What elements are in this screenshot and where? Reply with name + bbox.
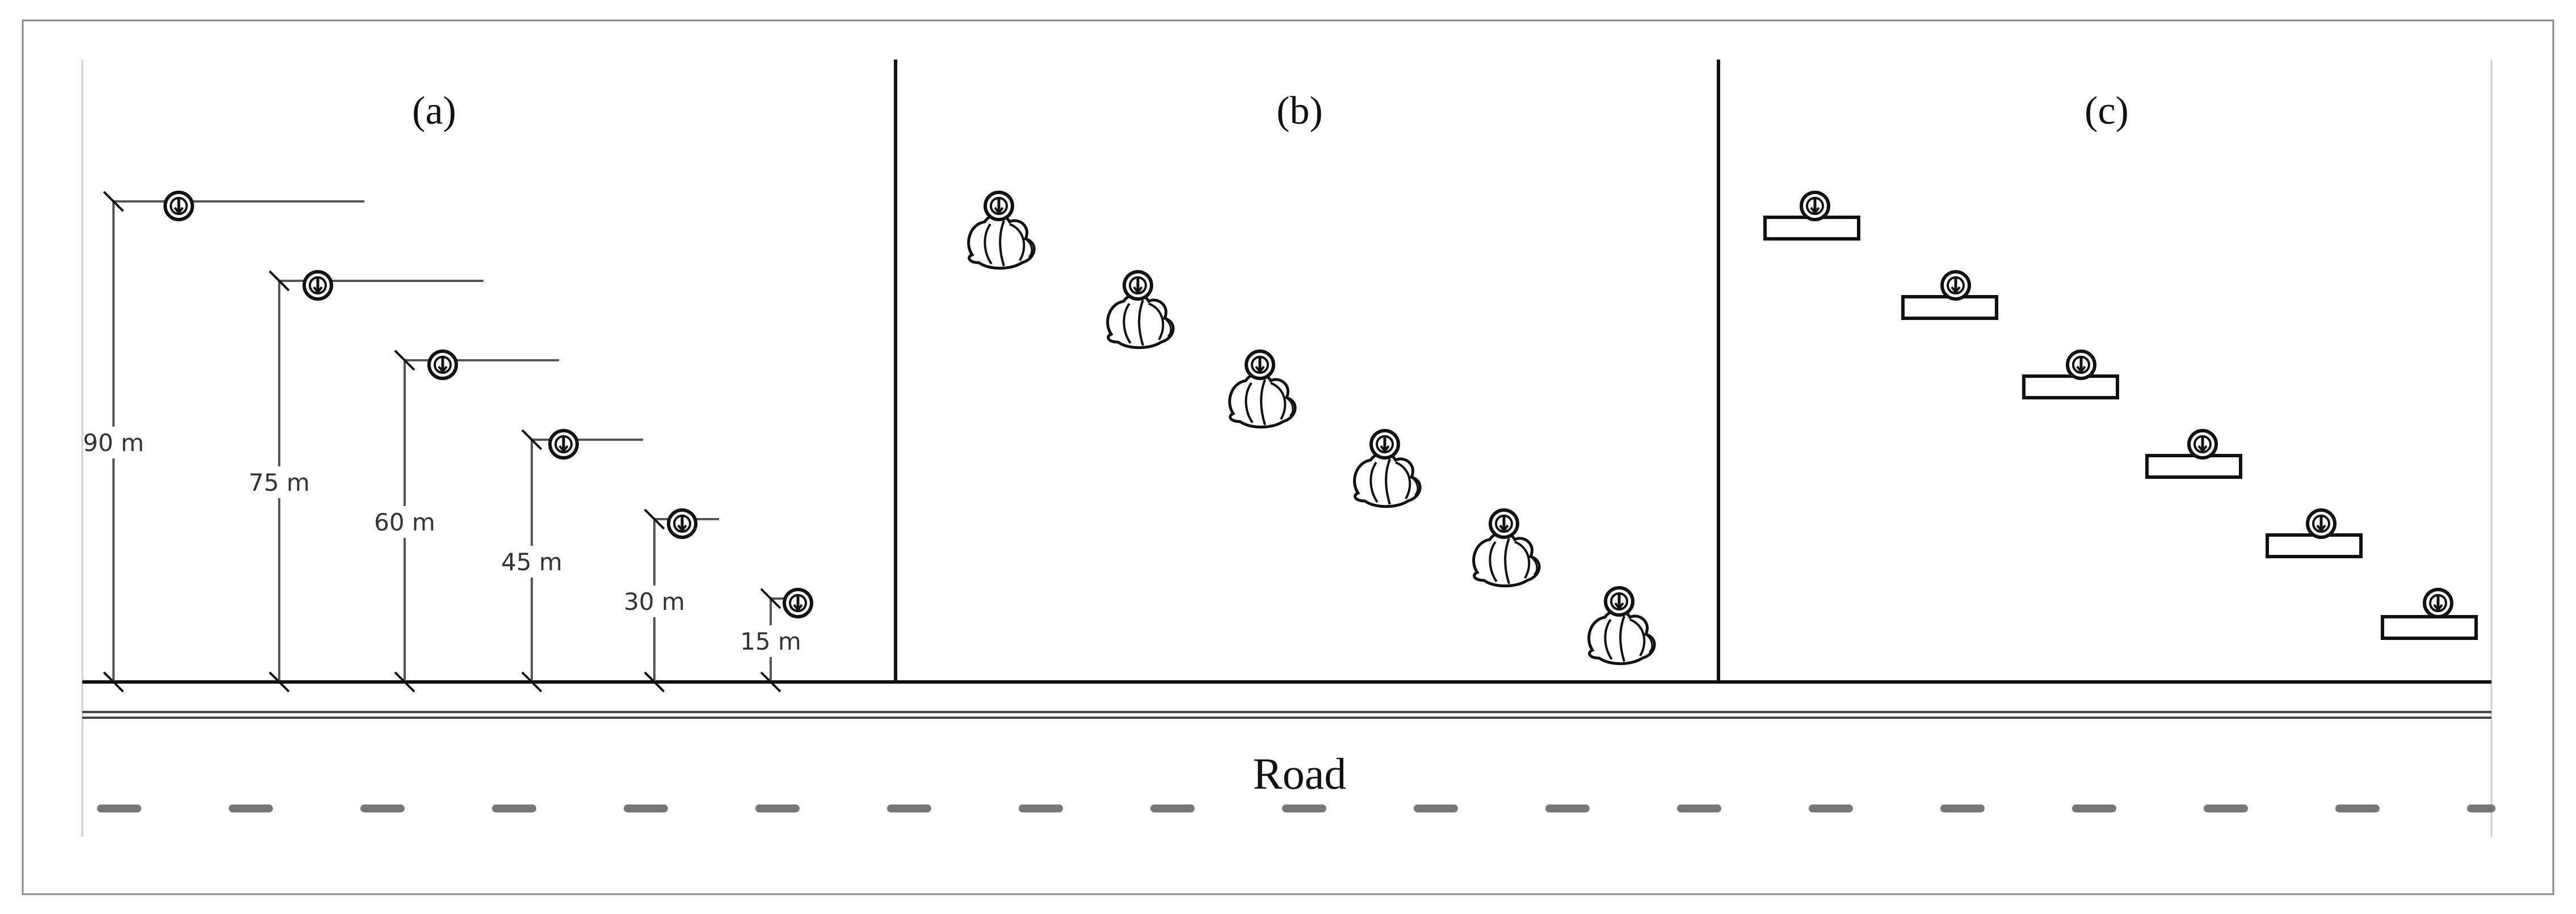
sensor-icon	[1124, 272, 1152, 299]
panel-a-height-labels: 90 m 75 m 60 m 45 m 30 m 15 m	[83, 427, 801, 657]
platform-icon	[2381, 615, 2478, 640]
platform-icon	[1901, 295, 1998, 320]
panel-b-shrubs	[969, 192, 1654, 664]
sensor-icon	[1801, 192, 1829, 220]
sensor-icon	[1606, 588, 1633, 615]
platform-icon	[2022, 374, 2119, 399]
road-label: Road	[1253, 749, 1347, 798]
sensor-icon	[1942, 272, 1969, 299]
sensor-icon	[550, 431, 577, 458]
figure-frame	[22, 19, 2554, 895]
panel-label-c: (c)	[2085, 89, 2129, 133]
height-label-15m: 15 m	[740, 627, 801, 655]
sensor-icon	[2424, 589, 2452, 617]
height-label-30m: 30 m	[624, 588, 685, 616]
shrub-icon	[1589, 610, 1654, 664]
shrub-icon	[969, 215, 1034, 268]
panel-a-sensors	[165, 192, 812, 617]
panel-a-dimensions	[103, 191, 798, 693]
sensor-icon	[2308, 510, 2335, 537]
panel-c-platforms	[1763, 192, 2478, 640]
panel-label-b: (b)	[1276, 89, 1323, 133]
sensor-icon	[304, 272, 331, 299]
panel-label-a: (a)	[412, 89, 456, 133]
height-label-60m: 60 m	[374, 508, 435, 536]
shrub-icon	[1108, 294, 1173, 348]
sensor-icon	[2189, 431, 2216, 458]
sensor-icon	[985, 192, 1012, 220]
sensor-icon	[669, 510, 696, 537]
shrub-icon	[1230, 374, 1295, 427]
sensor-icon	[429, 351, 456, 378]
platform-icon	[2266, 533, 2363, 558]
sensor-icon	[1246, 351, 1274, 378]
shrub-icon	[1355, 453, 1420, 507]
sensor-icon	[165, 192, 192, 220]
sensor-icon	[784, 589, 812, 617]
platform-icon	[2145, 454, 2242, 479]
shrub-icon	[1474, 533, 1539, 586]
height-label-45m: 45 m	[501, 548, 562, 576]
sensor-icon	[1490, 510, 1518, 537]
height-label-75m: 75 m	[249, 469, 310, 496]
sensor-icon	[1371, 431, 1398, 458]
sensor-icon	[2067, 351, 2095, 378]
height-label-90m: 90 m	[83, 429, 144, 457]
